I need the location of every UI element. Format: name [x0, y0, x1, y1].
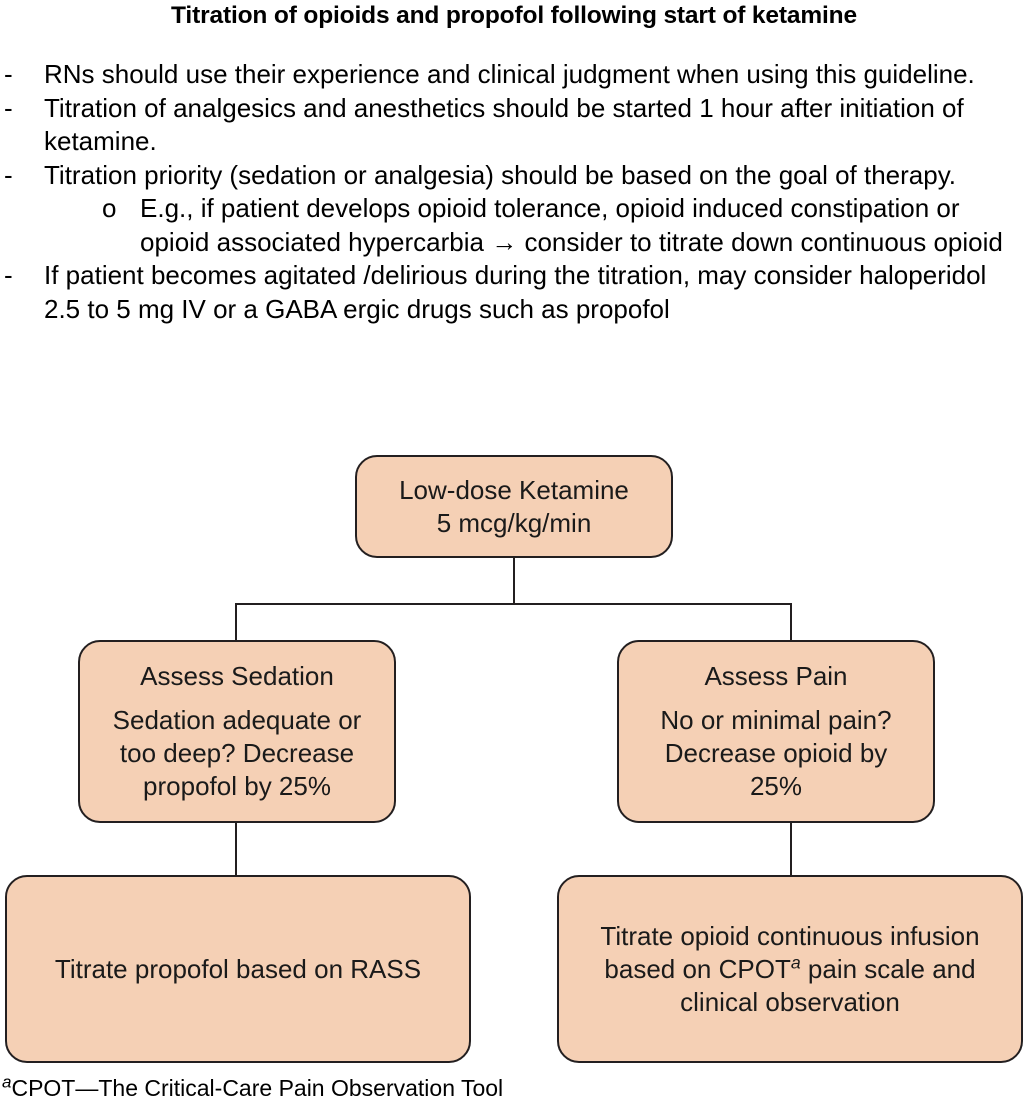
node-line: Low-dose Ketamine [399, 474, 629, 505]
node-heading: Assess Sedation [140, 661, 334, 691]
bullet-marker: - [4, 159, 13, 190]
node-line: Sedation adequate or [112, 705, 362, 735]
bullet-marker: - [4, 260, 13, 290]
connector-to-assess-pain [790, 603, 793, 642]
flow-node-titrate-opioid: Titrate opioid continuous infusion based… [557, 875, 1023, 1063]
bullet-text: RNs should use their experience and clin… [44, 59, 975, 89]
page-title: Titration of opioids and propofol follow… [171, 2, 857, 29]
node-line: 25% [749, 771, 803, 801]
node-line: 5 mcg/kg/min [436, 507, 592, 538]
bullet-text: Titration priority (sedation or analgesi… [44, 159, 956, 190]
footnote-marker: a [2, 1072, 12, 1092]
footnote: aCPOT—The Critical-Care Pain Observation… [2, 1072, 1026, 1102]
connector-to-titrate-propofol [235, 822, 238, 877]
sub-list-item: o E.g., if patient develops opioid toler… [0, 192, 1028, 259]
flow-node-titrate-propofol: Titrate propofol based on RASS [5, 875, 471, 1063]
list-item: - RNs should use their experience and cl… [0, 58, 1028, 92]
node-line: Titrate propofol based on RASS [54, 953, 422, 984]
flow-node-assess-pain: Assess Pain No or minimal pain? Decrease… [617, 640, 935, 823]
flow-node-low-dose-ketamine: Low-dose Ketamine 5 mcg/kg/min [355, 455, 673, 558]
flow-node-assess-sedation: Assess Sedation Sedation adequate or too… [78, 640, 396, 823]
node-line-text: pain scale and [800, 953, 976, 984]
bullet-marker: - [4, 59, 13, 89]
list-item: - Titration of analgesics and anesthetic… [0, 92, 1028, 159]
node-line: No or minimal pain? [660, 705, 892, 735]
connector-top-stem [513, 557, 516, 605]
list-item: - If patient becomes agitated /delirious… [0, 259, 1028, 326]
sub-bullet-text: E.g., if patient develops opioid toleran… [140, 193, 1003, 257]
guideline-bullet-list: - RNs should use their experience and cl… [0, 58, 1028, 326]
bullet-text: Titration of analgesics and anesthetics … [44, 92, 964, 157]
node-line: Decrease opioid by [664, 738, 888, 768]
list-item: - Titration priority (sedation or analge… [0, 159, 1028, 193]
sub-bullet-marker: o [102, 193, 117, 223]
node-line-text: based on CPOT [604, 953, 791, 984]
footnote-text: CPOT—The Critical-Care Pain Observation … [11, 1075, 504, 1101]
node-line: clinical observation [680, 986, 900, 1017]
node-line: too deep? Decrease [119, 738, 355, 768]
node-heading: Assess Pain [704, 661, 848, 691]
node-line: Titrate opioid continuous infusion [600, 920, 980, 951]
node-line-cpot: based on CPOTa pain scale and [559, 953, 1021, 986]
connector-horizontal-rail [235, 603, 792, 606]
connector-to-titrate-opioid [790, 822, 793, 877]
connector-to-assess-sedation [235, 603, 238, 642]
bullet-marker: - [4, 92, 13, 123]
bullet-text: If patient becomes agitated /delirious d… [44, 260, 987, 324]
node-line: propofol by 25% [143, 771, 331, 801]
footnote-superscript-a: a [790, 951, 801, 972]
